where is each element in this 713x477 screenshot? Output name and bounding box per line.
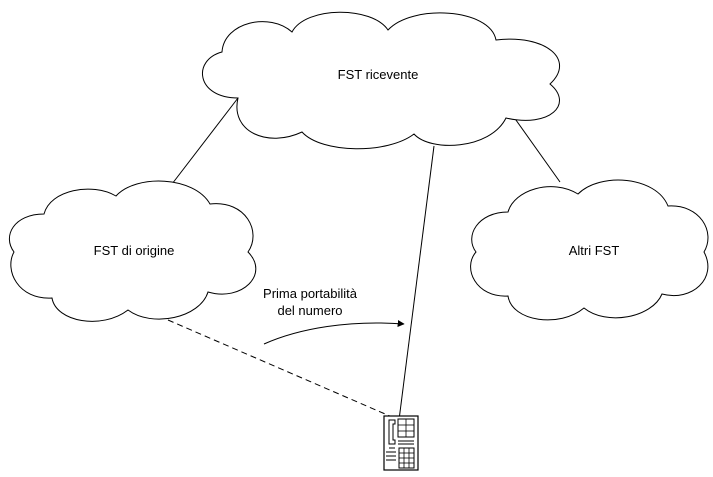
link-receiving-origin (171, 97, 239, 185)
link-receiving-phone (398, 145, 435, 421)
annotation-line-2: del numero (277, 303, 342, 318)
cloud-label-altri-fst: Altri FST (569, 243, 620, 258)
cloud-altri-fst: Altri FST (470, 179, 709, 321)
dashed-link-origin-phone (167, 319, 400, 421)
telephone-icon (383, 415, 419, 471)
cloud-fst-di-origine: FST di origine (8, 180, 257, 322)
portability-arrow (263, 320, 405, 345)
cloud-label-fst-di-origine: FST di origine (94, 243, 175, 258)
annotation-line-1: Prima portabilità (263, 286, 358, 301)
cloud-fst-ricevente: FST ricevente (202, 11, 561, 150)
cloud-label-fst-ricevente: FST ricevente (338, 67, 419, 82)
